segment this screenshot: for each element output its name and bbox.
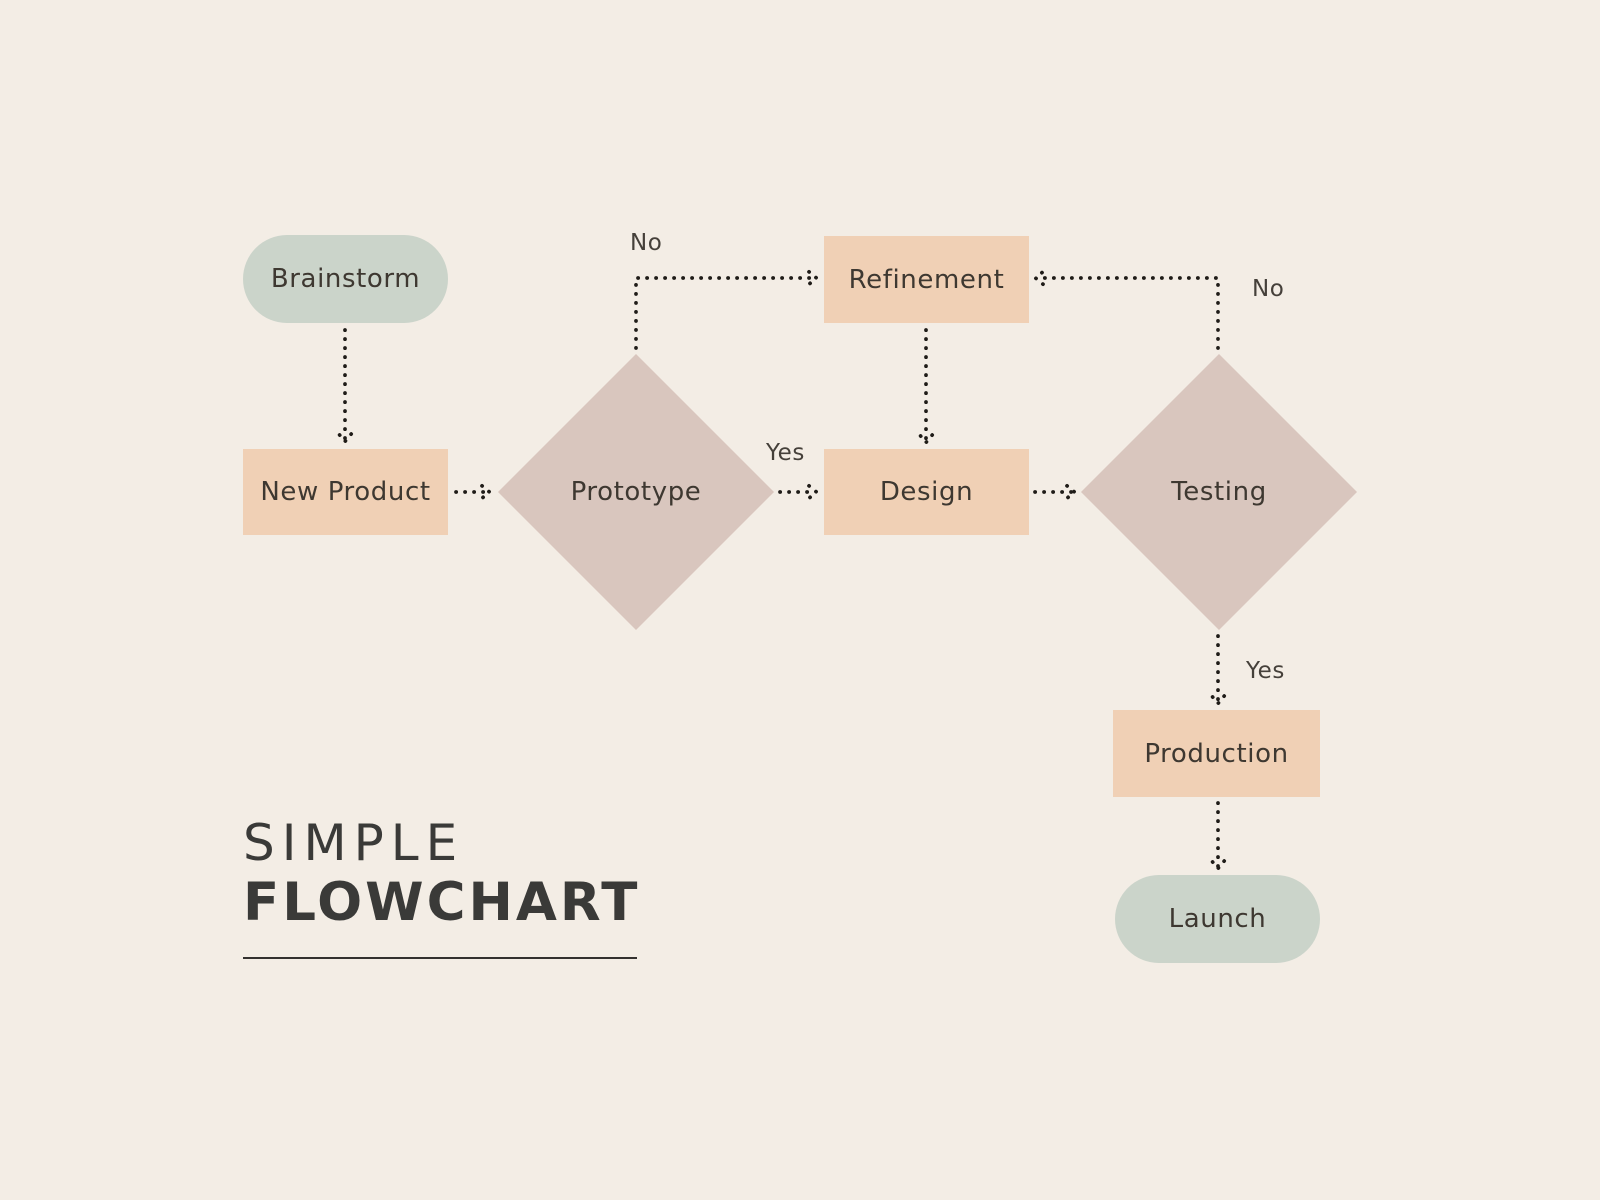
diagram-title-line1: SIMPLE [243, 814, 465, 872]
title-underline [243, 957, 637, 959]
node-launch[interactable]: Launch [1115, 875, 1320, 963]
node-brainstorm[interactable]: Brainstorm [243, 235, 448, 323]
node-prototype[interactable]: Prototype [498, 354, 774, 630]
node-production-label: Production [1144, 738, 1289, 769]
node-brainstorm-label: Brainstorm [270, 264, 421, 294]
diagram-title: SIMPLE FLOWCHART [243, 818, 640, 929]
edge-label-prototype-no: No [630, 230, 663, 256]
node-design-label: Design [879, 477, 974, 507]
node-refinement[interactable]: Refinement [824, 236, 1029, 323]
node-testing[interactable]: Testing [1081, 354, 1357, 630]
node-design[interactable]: Design [824, 449, 1029, 535]
node-launch-label: Launch [1168, 904, 1267, 934]
node-refinement-label: Refinement [848, 264, 1005, 295]
edge-prototype-refinement-no [634, 278, 815, 350]
node-new-product-label: New Product [260, 477, 431, 507]
edge-testing-refinement-no [1037, 278, 1220, 350]
node-new-product[interactable]: New Product [243, 449, 448, 535]
edge-label-testing-yes: Yes [1246, 658, 1285, 684]
edge-label-testing-no: No [1252, 276, 1285, 302]
node-prototype-label: Prototype [570, 477, 702, 507]
node-testing-label: Testing [1171, 477, 1267, 507]
diagram-title-line2: FLOWCHART [243, 872, 641, 933]
node-production[interactable]: Production [1113, 710, 1320, 797]
edge-label-prototype-yes: Yes [766, 440, 805, 466]
